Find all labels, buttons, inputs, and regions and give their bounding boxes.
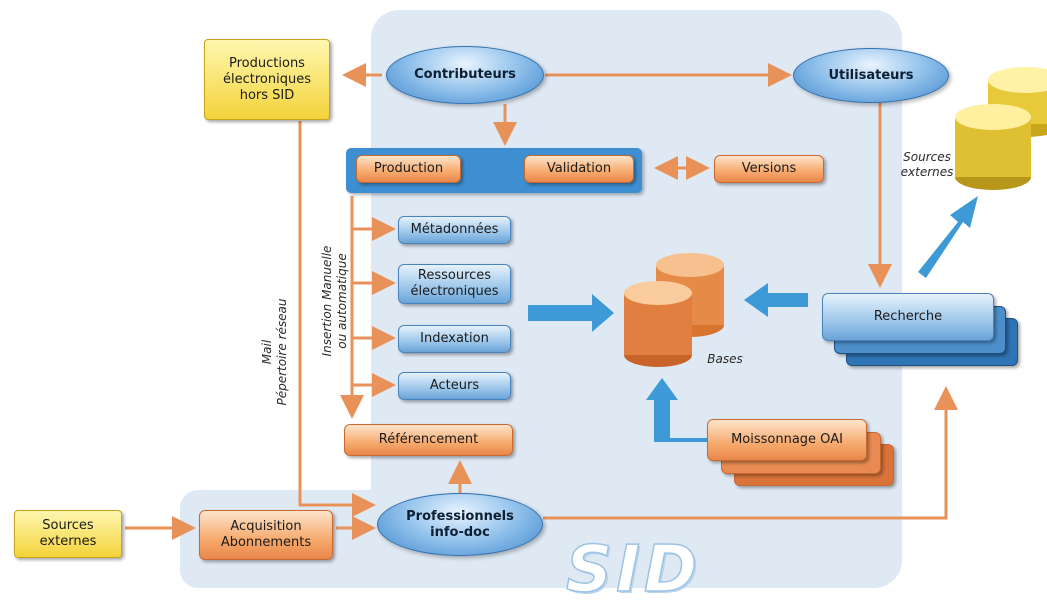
metadonnees-node: Métadonnées <box>398 216 511 244</box>
mail-label: Mail Pépertoire réseau <box>260 298 289 406</box>
acteurs-node: Acteurs <box>398 372 511 400</box>
arrow-recherche-to-bases <box>744 283 808 317</box>
blue-arrows <box>528 196 978 442</box>
insertion-label: Insertion Manuelle ou automatique <box>320 245 349 357</box>
arrow-oai-to-bases <box>646 378 678 440</box>
validation-node: Validation <box>524 155 634 183</box>
referencement-node: Référencement <box>344 424 513 456</box>
sources-externes-node: Sources externes <box>14 510 122 558</box>
versions-node: Versions <box>714 155 824 183</box>
ressources-node: Ressources électroniques <box>398 264 511 304</box>
arrow-ressources-to-bases <box>528 294 614 332</box>
recherche-node: Recherche <box>822 293 994 341</box>
contributeurs-node: Contributeurs <box>386 46 544 104</box>
arrow-recherche-to-sources <box>918 196 978 278</box>
arrow-hors-sid-to-pro <box>298 121 376 517</box>
acquisition-node: Acquisition Abonnements <box>199 510 333 560</box>
indexation-node: Indexation <box>398 325 511 353</box>
moissonnage-node: Moissonnage OAI <box>707 419 867 461</box>
professionnels-node: Professionnels info-doc <box>377 493 543 556</box>
bases-label: Bases <box>707 352 743 366</box>
sources-cylinders <box>955 67 1047 190</box>
sources-externes-cyl-label: Sources externes <box>900 150 954 179</box>
productions-hors-sid-node: Productions électroniques hors SID <box>204 39 330 120</box>
bases-cylinders <box>624 253 724 367</box>
production-node: Production <box>356 155 461 183</box>
utilisateurs-node: Utilisateurs <box>793 48 949 103</box>
arrow-pro-to-recherche <box>543 386 958 520</box>
